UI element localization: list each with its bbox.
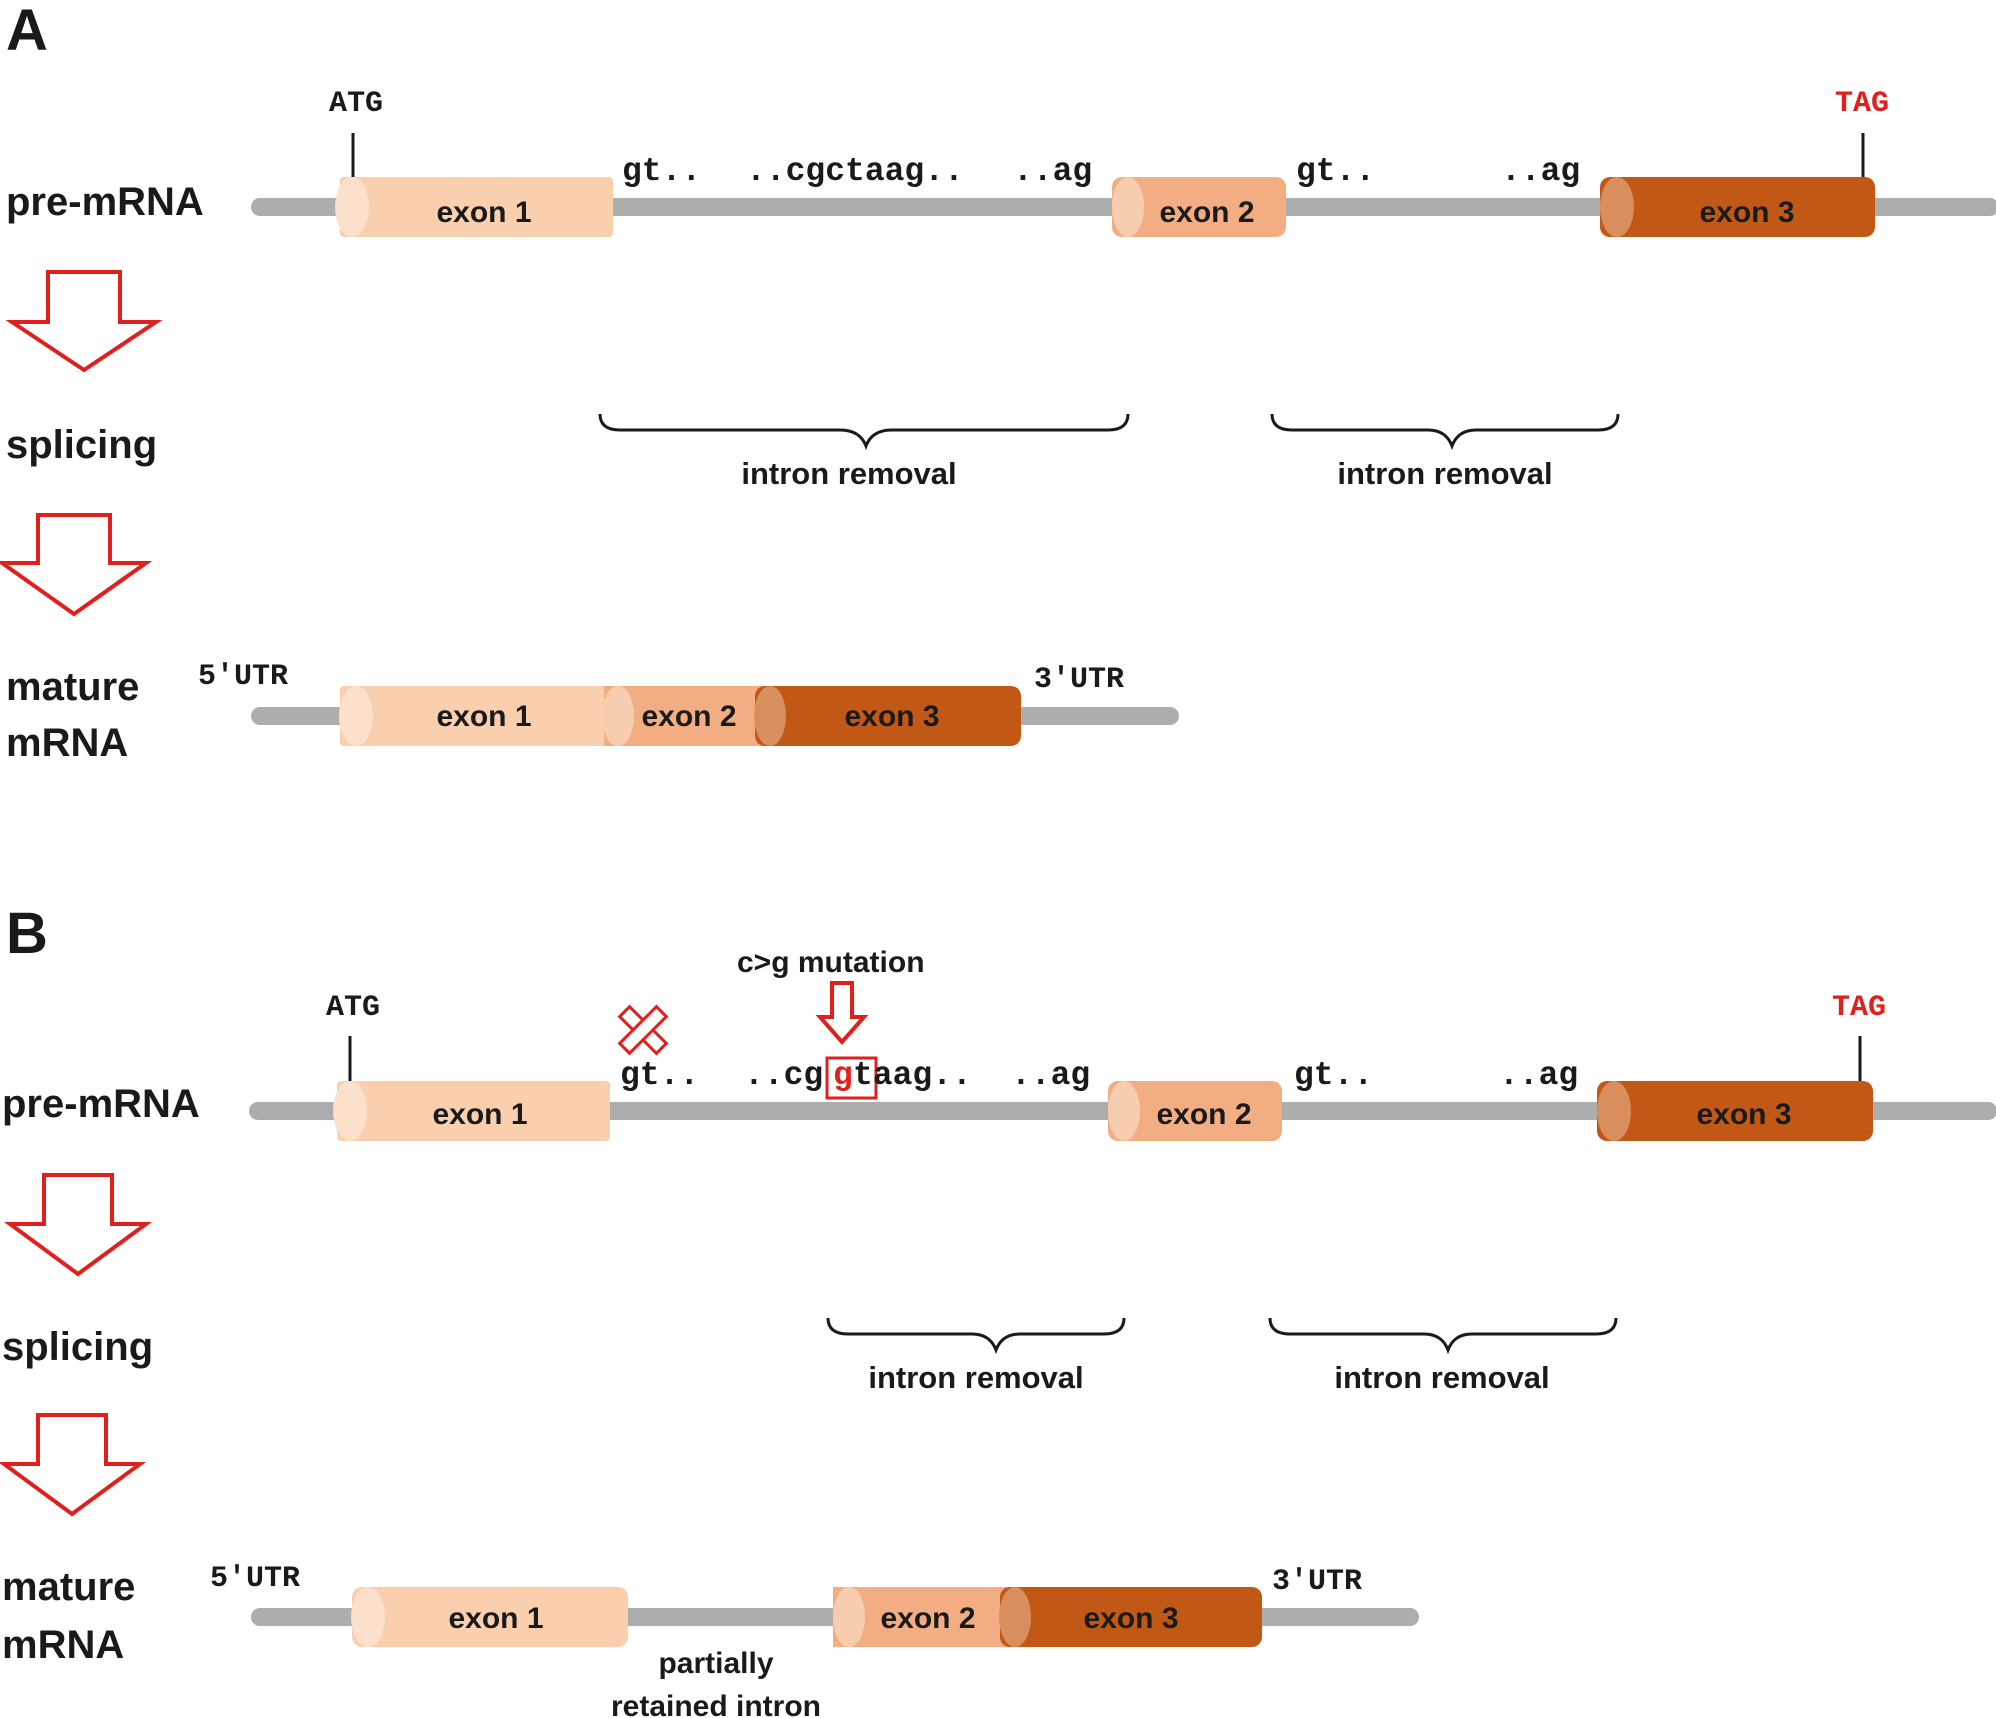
- intron-removal-brace: [1270, 413, 1620, 451]
- mutation-arrow-icon: [815, 981, 869, 1046]
- exon-2-block: exon 2: [1112, 177, 1286, 237]
- down-arrow-icon: [0, 1413, 147, 1517]
- mature-exon-1-block: exon 1: [339, 686, 616, 746]
- intron-removal-label: intron removal: [741, 456, 956, 491]
- exon-3-label: exon 3: [1699, 196, 1794, 229]
- stop-codon-label: TAG: [1835, 87, 1889, 121]
- step-mature-label: mature: [6, 665, 139, 709]
- mature-exon-1-label: exon 1: [436, 700, 531, 733]
- intron-2-acceptor: ..ag: [1499, 1057, 1578, 1094]
- mature-exon-3-block: exon 3: [754, 686, 1021, 746]
- exon-1-block: exon 1: [335, 177, 613, 237]
- step-pre-mrna-label: pre-mRNA: [2, 1082, 200, 1126]
- step-splicing-label: splicing: [6, 423, 157, 467]
- step-pre-mrna-label: pre-mRNA: [6, 180, 204, 224]
- exon-2-label: exon 2: [1156, 1098, 1251, 1131]
- exon-2-block: exon 2: [1108, 1081, 1282, 1141]
- exon-2-label: exon 2: [1159, 196, 1254, 229]
- mature-exon-3-label: exon 3: [844, 700, 939, 733]
- exon-3-block: exon 3: [1597, 1081, 1873, 1141]
- mature-exon-2-block: exon 2: [602, 686, 764, 746]
- panel-b-label: B: [6, 901, 48, 966]
- exon-1-block: exon 1: [333, 1081, 610, 1141]
- intron-2-donor: gt..: [1296, 153, 1375, 190]
- mature-exon-2-label: exon 2: [641, 700, 736, 733]
- utr-5-label: 5'UTR: [198, 660, 288, 694]
- start-codon-label: ATG: [326, 991, 380, 1025]
- panel-b: B pre-mRNA splicing mature mRNA exon 1 e…: [0, 901, 1996, 1718]
- retained-intron-label-line-2: retained intron: [611, 1690, 821, 1718]
- intron-1-acceptor: ..ag: [1013, 153, 1092, 190]
- exon-1-label: exon 1: [436, 196, 531, 229]
- mature-exon-1-label: exon 1: [448, 1602, 543, 1635]
- mutation-highlight-box: [825, 1056, 878, 1100]
- exon-3-block: exon 3: [1600, 177, 1875, 237]
- intron-removal-brace: [826, 1317, 1126, 1355]
- intron-1-donor: gt..: [622, 153, 701, 190]
- panel-a-label: A: [6, 0, 48, 63]
- start-codon-label: ATG: [329, 87, 383, 121]
- utr-3-label: 3'UTR: [1272, 1565, 1362, 1599]
- intron-removal-brace: [598, 413, 1130, 451]
- mature-exon-3-block: exon 3: [999, 1587, 1262, 1647]
- step-mrna-label: mRNA: [2, 1623, 124, 1667]
- intron-1-branch: ..cgctaag..: [746, 153, 964, 190]
- intron-removal-label: intron removal: [868, 1360, 1083, 1395]
- intron-1-acceptor: ..ag: [1011, 1057, 1090, 1094]
- down-arrow-icon: [5, 270, 163, 373]
- intron-1-donor: gt..: [620, 1057, 699, 1094]
- retained-intron-label-line-1: partially: [658, 1647, 773, 1680]
- down-arrow-icon: [0, 513, 153, 617]
- stop-codon-label: TAG: [1832, 991, 1886, 1025]
- intron-removal-label: intron removal: [1334, 1360, 1549, 1395]
- step-mrna-label: mRNA: [6, 721, 128, 765]
- step-mature-label: mature: [2, 1565, 135, 1609]
- exon-3-label: exon 3: [1696, 1098, 1791, 1131]
- intron-removal-brace: [1268, 1317, 1618, 1355]
- intron-2-acceptor: ..ag: [1501, 153, 1580, 190]
- abolished-site-cross-icon: [617, 1004, 669, 1056]
- mature-exon-2-label: exon 2: [880, 1602, 975, 1635]
- utr-3-label: 3'UTR: [1034, 663, 1124, 697]
- exon-1-label: exon 1: [432, 1098, 527, 1131]
- down-arrow-icon: [3, 1173, 153, 1277]
- intron-1-branch-pre: ..cg: [744, 1057, 823, 1094]
- mutated-base: g: [833, 1057, 853, 1094]
- utr-5-label: 5'UTR: [210, 1562, 300, 1596]
- mature-exon-3-label: exon 3: [1083, 1602, 1178, 1635]
- intron-removal-label: intron removal: [1337, 456, 1552, 491]
- mature-exon-1-block: exon 1: [351, 1587, 628, 1647]
- intron-2-donor: gt..: [1294, 1057, 1373, 1094]
- step-splicing-label: splicing: [2, 1325, 153, 1369]
- mutation-label: c>g mutation: [737, 946, 925, 979]
- panel-a: A pre-mRNA splicing mature mRNA exon 1 e…: [0, 0, 1996, 765]
- intron-1-branch-post: taag..: [853, 1057, 972, 1094]
- mature-exon-2-block: exon 2: [833, 1587, 1013, 1647]
